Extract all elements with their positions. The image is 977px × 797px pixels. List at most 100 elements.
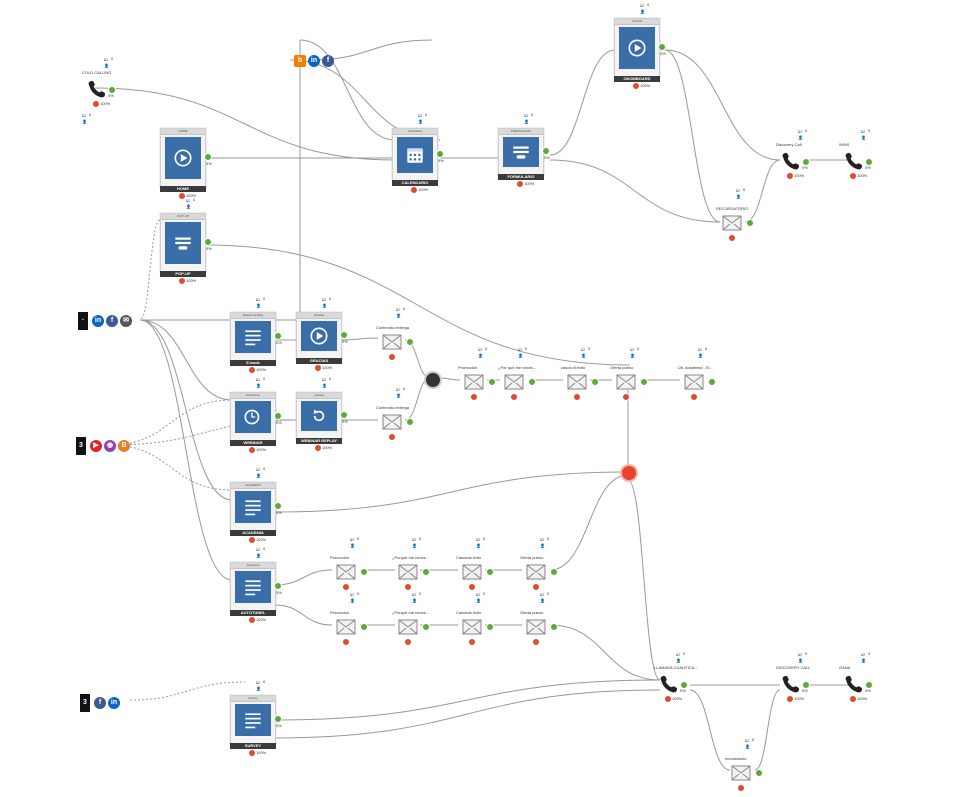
green-connector[interactable] [340,411,348,419]
percentage-label: 0% [342,339,348,344]
email-porque2[interactable] [394,562,422,580]
blogger-icon[interactable]: b [294,55,306,67]
green-connector[interactable] [550,623,558,631]
blog-icon[interactable]: B [118,440,130,452]
email-casos1[interactable] [563,372,591,390]
phone-cold[interactable] [86,78,108,104]
green-connector[interactable] [680,681,688,689]
connection-line [274,569,333,586]
youtube-icon[interactable]: ▶ [90,440,102,452]
red-status-dot [664,695,672,703]
counter-badge: ☑👤0 [478,346,488,360]
green-connector[interactable] [274,715,282,723]
green-connector[interactable] [204,238,212,246]
email-contenido1[interactable] [378,332,406,350]
facebook-icon[interactable]: f [94,697,106,709]
red-status-dot [532,638,540,646]
green-connector[interactable] [360,623,368,631]
connection-line [299,39,396,141]
counter-badge: ☑👤0 [861,651,870,665]
connection-line [549,49,616,156]
goal-hub[interactable] [620,464,638,482]
facebook-icon[interactable]: f [322,55,334,67]
phone-discovery2[interactable] [780,673,802,699]
green-connector[interactable] [658,43,666,51]
green-connector[interactable] [550,568,558,576]
email-porque3[interactable] [394,617,422,635]
green-connector[interactable] [340,331,348,339]
linkedin-icon[interactable]: in [308,55,320,67]
green-connector[interactable] [486,568,494,576]
green-connector[interactable] [274,412,282,420]
green-connector[interactable] [204,153,212,161]
merge-hub[interactable] [424,371,442,389]
phone-llamada[interactable] [658,673,680,699]
green-connector[interactable] [591,378,599,386]
person-icon: 👤 [104,63,109,68]
connection-line [204,244,631,366]
email-porque1[interactable] [500,372,528,390]
green-connector[interactable] [406,418,414,426]
linkedin-icon[interactable]: in [92,315,104,327]
green-connector[interactable] [542,147,550,155]
linkedin-icon[interactable]: in [108,697,120,709]
green-connector[interactable] [865,158,873,166]
email-promo1[interactable] [460,372,488,390]
green-connector[interactable] [274,582,282,590]
email-label: Promoción [330,610,350,615]
green-connector[interactable] [108,86,116,94]
email-casos2[interactable] [458,562,486,580]
facebook-icon[interactable]: f [106,315,118,327]
email-casos3[interactable] [458,617,486,635]
percentage-label: 0% [206,246,212,251]
email-promo3[interactable] [332,617,360,635]
green-connector[interactable] [422,568,430,576]
phone-won2[interactable] [843,673,865,699]
green-connector[interactable] [488,378,496,386]
green-connector[interactable] [528,378,536,386]
green-connector[interactable] [802,681,810,689]
green-connector[interactable] [640,378,648,386]
email-recordatorio2[interactable] [727,763,755,781]
podcast-icon[interactable]: ◉ [104,440,116,452]
counter-badge: ☑👤0 [798,651,807,665]
green-connector[interactable] [406,338,414,346]
email-icon[interactable]: ✉ [120,315,132,327]
green-connector[interactable] [746,219,754,227]
person-icon: 👤 [412,543,417,548]
email-oferta3[interactable] [522,617,550,635]
count-value: 0 [485,346,488,351]
email-recordatorio[interactable] [718,213,746,231]
red-status-dot [622,393,630,401]
green-connector[interactable] [436,150,444,158]
green-connector[interactable] [274,332,282,340]
green-connector[interactable] [865,681,873,689]
green-connector[interactable] [708,378,716,386]
green-connector[interactable] [274,502,282,510]
green-connector[interactable] [802,158,810,166]
email-ult1[interactable] [680,372,708,390]
email-oferta2[interactable] [522,562,550,580]
green-connector[interactable] [755,769,763,777]
email-oferta1[interactable] [612,372,640,390]
phone-discovery[interactable] [780,150,802,176]
email-promo2[interactable] [332,562,360,580]
green-connector[interactable] [422,623,430,631]
email-contenido2[interactable] [378,412,406,430]
phone-won1[interactable] [843,150,865,176]
green-connector[interactable] [486,623,494,631]
green-connector[interactable] [360,568,368,576]
